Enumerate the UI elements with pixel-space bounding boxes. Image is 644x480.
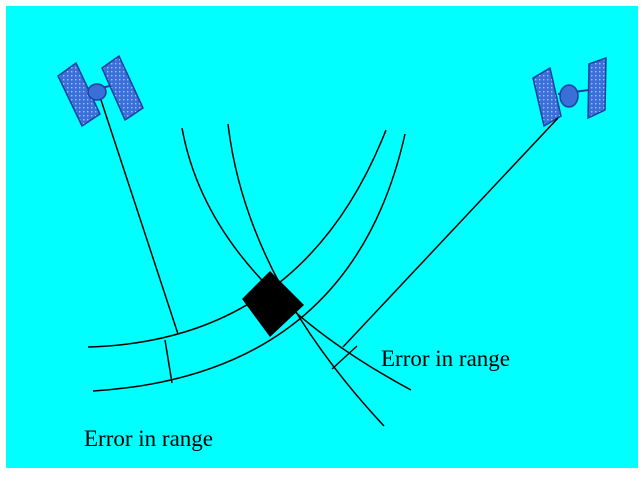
left-satellite-icon [57,54,144,128]
position-uncertainty-region [242,271,304,337]
right-range-error-tick [331,345,358,370]
left-range-error-tick [164,339,173,384]
right-satellite-range-line [342,117,559,348]
left-satellite-range-line [100,99,179,335]
range-error-label-bottom: Error in range [84,426,213,451]
right-range-arc-lower [92,133,406,392]
range-error-label-right: Error in range [381,346,510,371]
range-error-diagram: Error in range Error in range [57,54,607,451]
right-satellite-icon [532,56,607,128]
left-range-arc-inner [181,127,412,391]
right-range-arc-upper [87,129,387,348]
left-range-arc-outer [227,123,385,427]
